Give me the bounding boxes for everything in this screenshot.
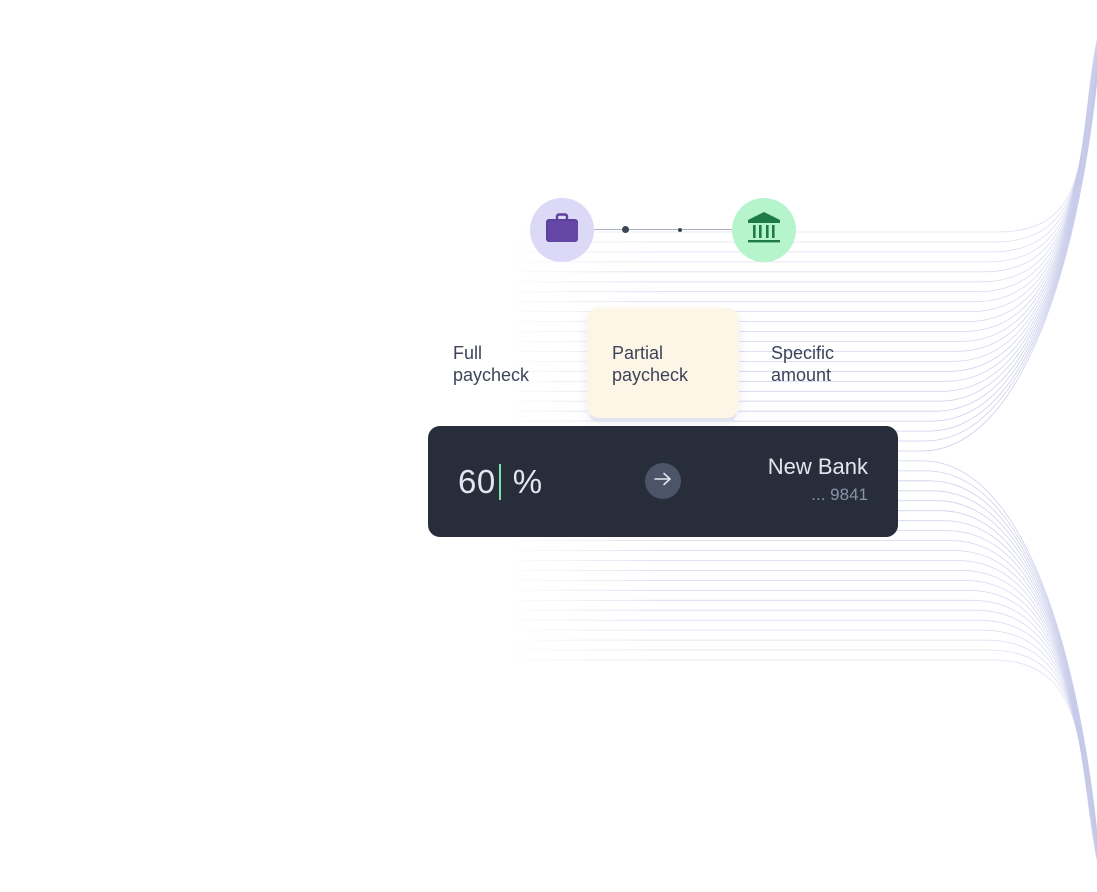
option-label-line1: Specific [771,343,835,363]
flow-connector-line [594,229,732,230]
deposit-flow [530,198,796,262]
option-specific-amount[interactable]: Specific amount [746,308,898,418]
background-line [515,510,1097,840]
background-line [515,73,1097,412]
background-line [515,75,1097,422]
continue-button[interactable] [645,463,681,499]
account-number: ... 9841 [811,485,868,504]
flow-dot-large [622,226,629,233]
option-label-line1: Full [453,343,483,363]
option-label-line2: amount [771,365,832,385]
background-line [515,80,1097,452]
percentage-unit: % [512,463,543,500]
percentage-value: 60 [458,463,496,500]
option-full-paycheck[interactable]: Full paycheck [428,308,580,418]
background-line [515,77,1097,432]
percentage-input[interactable]: 60 % [458,462,542,502]
background-line [515,79,1097,442]
background-line [515,659,1097,861]
option-partial-paycheck[interactable]: Partial paycheck [587,308,739,418]
option-label-line2: paycheck [453,365,530,385]
briefcase-icon [545,212,579,248]
destination-account: New Bank ... 9841 [768,454,868,506]
amount-card: 60 % New Bank ... 9841 [428,426,898,537]
arrow-right-icon [654,472,672,491]
option-label-line1: Partial [612,343,664,363]
deposit-options: Full paycheck Partial paycheck Specific … [428,308,898,418]
bank-node [732,198,796,262]
bank-name: New Bank [767,454,868,479]
bank-icon [746,211,782,250]
flow-dot-small [678,228,682,232]
employer-node [530,198,594,262]
option-label-line2: paycheck [612,365,689,385]
text-caret [498,464,501,500]
